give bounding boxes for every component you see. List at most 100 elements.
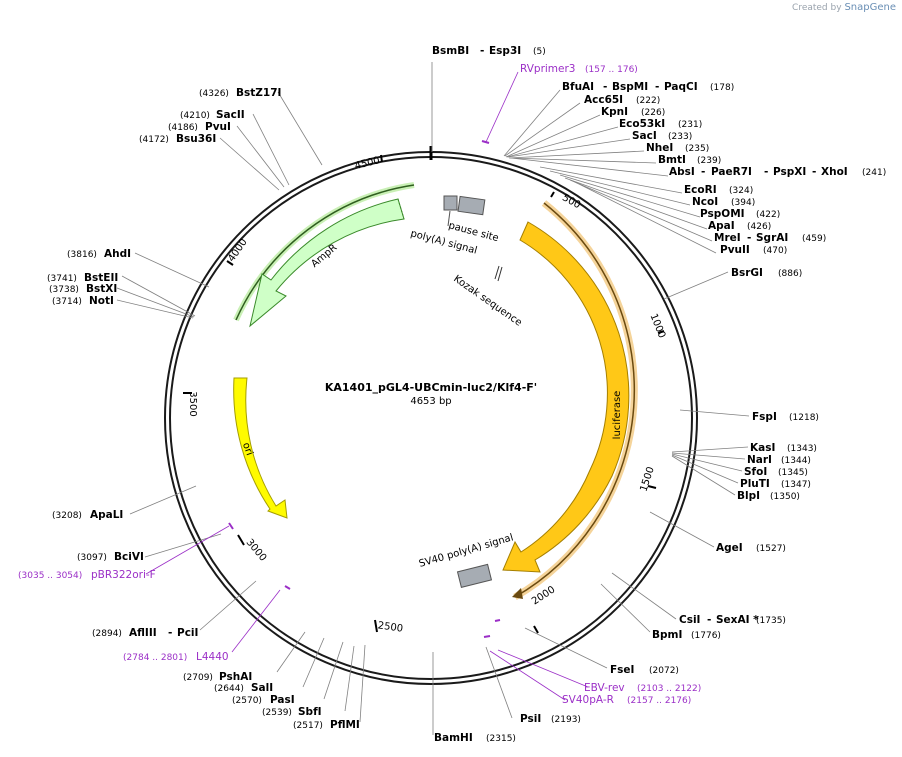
enzyme-fsei[interactable]: FseI bbox=[610, 664, 634, 676]
primer-rvprimer3-range: (157 .. 176) bbox=[585, 65, 638, 75]
enzyme-sexai[interactable]: SexAI * bbox=[716, 614, 759, 626]
enzyme-absi[interactable]: AbsI bbox=[669, 166, 695, 178]
enzyme-bsteii-pos: (3741) bbox=[47, 274, 77, 284]
enzyme-agei[interactable]: AgeI bbox=[716, 542, 743, 554]
tick-label-2500: 2500 bbox=[377, 620, 404, 634]
enzyme-bstxi-pos: (3738) bbox=[49, 285, 79, 295]
enzyme-sacii-pos: (4210) bbox=[180, 111, 210, 121]
enzyme-paqci[interactable]: PaqCI bbox=[664, 81, 698, 93]
enzyme-sfoi[interactable]: SfoI bbox=[744, 466, 767, 478]
tick-4500 bbox=[380, 154, 383, 163]
enzyme-pasi[interactable]: PasI bbox=[270, 694, 295, 706]
sep: - bbox=[701, 166, 705, 178]
enzyme-bstxi[interactable]: BstXI bbox=[86, 283, 117, 295]
enzyme-csii-pos: (1735) bbox=[756, 616, 786, 626]
enzyme-bsmbi[interactable]: BsmBI bbox=[432, 45, 469, 57]
enzyme-bstz17i[interactable]: BstZ17I bbox=[236, 87, 281, 99]
enzyme-pspomi[interactable]: PspOMI bbox=[700, 208, 745, 220]
enzyme-noti[interactable]: NotI bbox=[89, 295, 114, 307]
enzyme-ncoi[interactable]: NcoI bbox=[692, 196, 718, 208]
enzyme-esp3i[interactable]: Esp3I bbox=[489, 45, 521, 57]
tick-label-500: 500 bbox=[560, 192, 582, 211]
enzyme-bamhi[interactable]: BamHI bbox=[434, 732, 473, 744]
snapgene-logo: SnapGene bbox=[844, 2, 896, 13]
enzyme-bfuai[interactable]: BfuAI bbox=[562, 81, 594, 93]
kozak-mark-1 bbox=[494, 265, 500, 280]
enzyme-bpmi[interactable]: BpmI bbox=[652, 629, 682, 641]
enzyme-eco53ki[interactable]: Eco53kI bbox=[619, 118, 665, 130]
sv40-polya-box[interactable] bbox=[456, 563, 493, 588]
enzyme-pflmi[interactable]: PflMI bbox=[330, 719, 360, 731]
enzyme-sali[interactable]: SalI bbox=[251, 682, 273, 694]
enzyme-xhoi[interactable]: XhoI bbox=[821, 166, 848, 178]
plasmid-size: 4653 bp bbox=[410, 396, 451, 407]
enzyme-sgrai[interactable]: SgrAI bbox=[756, 232, 788, 244]
ampr-feature[interactable] bbox=[249, 198, 405, 328]
enzyme-bspmi[interactable]: BspMI bbox=[612, 81, 648, 93]
pause-site-box[interactable] bbox=[457, 195, 486, 216]
tick-1000 bbox=[657, 330, 665, 334]
primer-l4440[interactable]: L4440 bbox=[196, 651, 229, 663]
enzyme-kpni[interactable]: KpnI bbox=[601, 106, 628, 118]
enzyme-pluti[interactable]: PluTI bbox=[740, 478, 770, 490]
enzyme-pflmi-pos: (2517) bbox=[293, 721, 323, 731]
enzyme-ahdi[interactable]: AhdI bbox=[104, 248, 131, 260]
enzyme-fspi[interactable]: FspI bbox=[752, 411, 777, 423]
enzyme-sbfi[interactable]: SbfI bbox=[298, 706, 322, 718]
enzyme-blpi[interactable]: BlpI bbox=[737, 490, 760, 502]
enzyme-sbfi-pos: (2539) bbox=[262, 708, 292, 718]
enzyme-afliii[interactable]: AflIII bbox=[129, 627, 157, 639]
enzyme-psii[interactable]: PsiI bbox=[520, 713, 541, 725]
ampr-dashed-edge bbox=[397, 198, 405, 220]
enzyme-nari[interactable]: NarI bbox=[747, 454, 772, 466]
enzyme-pvui-pos: (4186) bbox=[168, 123, 198, 133]
enzyme-saci-pos: (233) bbox=[668, 132, 692, 142]
luciferase-outer-arrowhead bbox=[512, 588, 523, 599]
enzyme-bmti[interactable]: BmtI bbox=[658, 154, 686, 166]
primer-sv40pa-r[interactable]: SV40pA-R bbox=[562, 694, 614, 706]
ori-label: ori bbox=[240, 441, 255, 457]
enzyme-ecori[interactable]: EcoRI bbox=[684, 184, 717, 196]
tick-4000 bbox=[226, 260, 234, 266]
enzyme-pcii[interactable]: PciI bbox=[177, 627, 198, 639]
primer-rvprimer3[interactable]: RVprimer3 bbox=[520, 63, 576, 75]
enzyme-bpmi-pos: (1776) bbox=[691, 631, 721, 641]
enzyme-apai[interactable]: ApaI bbox=[708, 220, 735, 232]
snapgene-watermark: Created by SnapGene bbox=[792, 2, 896, 13]
luciferase-feature[interactable] bbox=[502, 221, 630, 573]
enzyme-bsu36i[interactable]: Bsu36I bbox=[176, 133, 216, 145]
ori-feature[interactable] bbox=[233, 377, 288, 519]
enzyme-bsrgi[interactable]: BsrGI bbox=[731, 267, 763, 279]
enzyme-bsteii[interactable]: BstEII bbox=[84, 272, 118, 284]
enzyme-kpni-pos: (226) bbox=[641, 108, 665, 118]
enzyme-acc65i[interactable]: Acc65I bbox=[584, 94, 623, 106]
enzyme-pvuii[interactable]: PvuII bbox=[720, 244, 750, 256]
sep: - bbox=[168, 627, 172, 639]
enzyme-blpi-pos: (1350) bbox=[770, 492, 800, 502]
tick-label-3000: 3000 bbox=[244, 537, 269, 564]
polya-signal-box[interactable] bbox=[443, 195, 458, 211]
enzyme-pspxi[interactable]: PspXI bbox=[773, 166, 806, 178]
enzyme-csii[interactable]: CsiI bbox=[679, 614, 700, 626]
enzyme-saci[interactable]: SacI bbox=[632, 130, 657, 142]
enzyme-apali[interactable]: ApaLI bbox=[90, 509, 123, 521]
enzyme-bamhi-pos: (2315) bbox=[486, 734, 516, 744]
enzyme-kasi[interactable]: KasI bbox=[750, 442, 775, 454]
sep: - bbox=[764, 166, 768, 178]
primer-pbr322ori-f[interactable]: pBR322ori-F bbox=[91, 569, 156, 581]
enzyme-bfuai-pos: (178) bbox=[710, 83, 734, 93]
enzyme-bcivi[interactable]: BciVI bbox=[114, 551, 144, 563]
enzyme-sacii[interactable]: SacII bbox=[216, 109, 245, 121]
plasmid-name: KA1401_pGL4-UBCmin-luc2/Klf4-F' bbox=[325, 381, 537, 394]
enzyme-labels: BsmBI - Esp3I (5) BfuAI - BspMI - PaqCI … bbox=[47, 45, 886, 744]
enzyme-psii-pos: (2193) bbox=[551, 715, 581, 725]
enzyme-bsrgi-pos: (886) bbox=[778, 269, 802, 279]
enzyme-nhei[interactable]: NheI bbox=[646, 142, 673, 154]
tick-label-3500: 3500 bbox=[187, 391, 198, 416]
enzyme-paer7i[interactable]: PaeR7I bbox=[711, 166, 752, 178]
enzyme-pshai[interactable]: PshAI bbox=[219, 671, 252, 683]
enzyme-pvui[interactable]: PvuI bbox=[205, 121, 231, 133]
enzyme-mrei[interactable]: MreI bbox=[714, 232, 741, 244]
primer-ebv-rev[interactable]: EBV-rev bbox=[584, 682, 625, 694]
